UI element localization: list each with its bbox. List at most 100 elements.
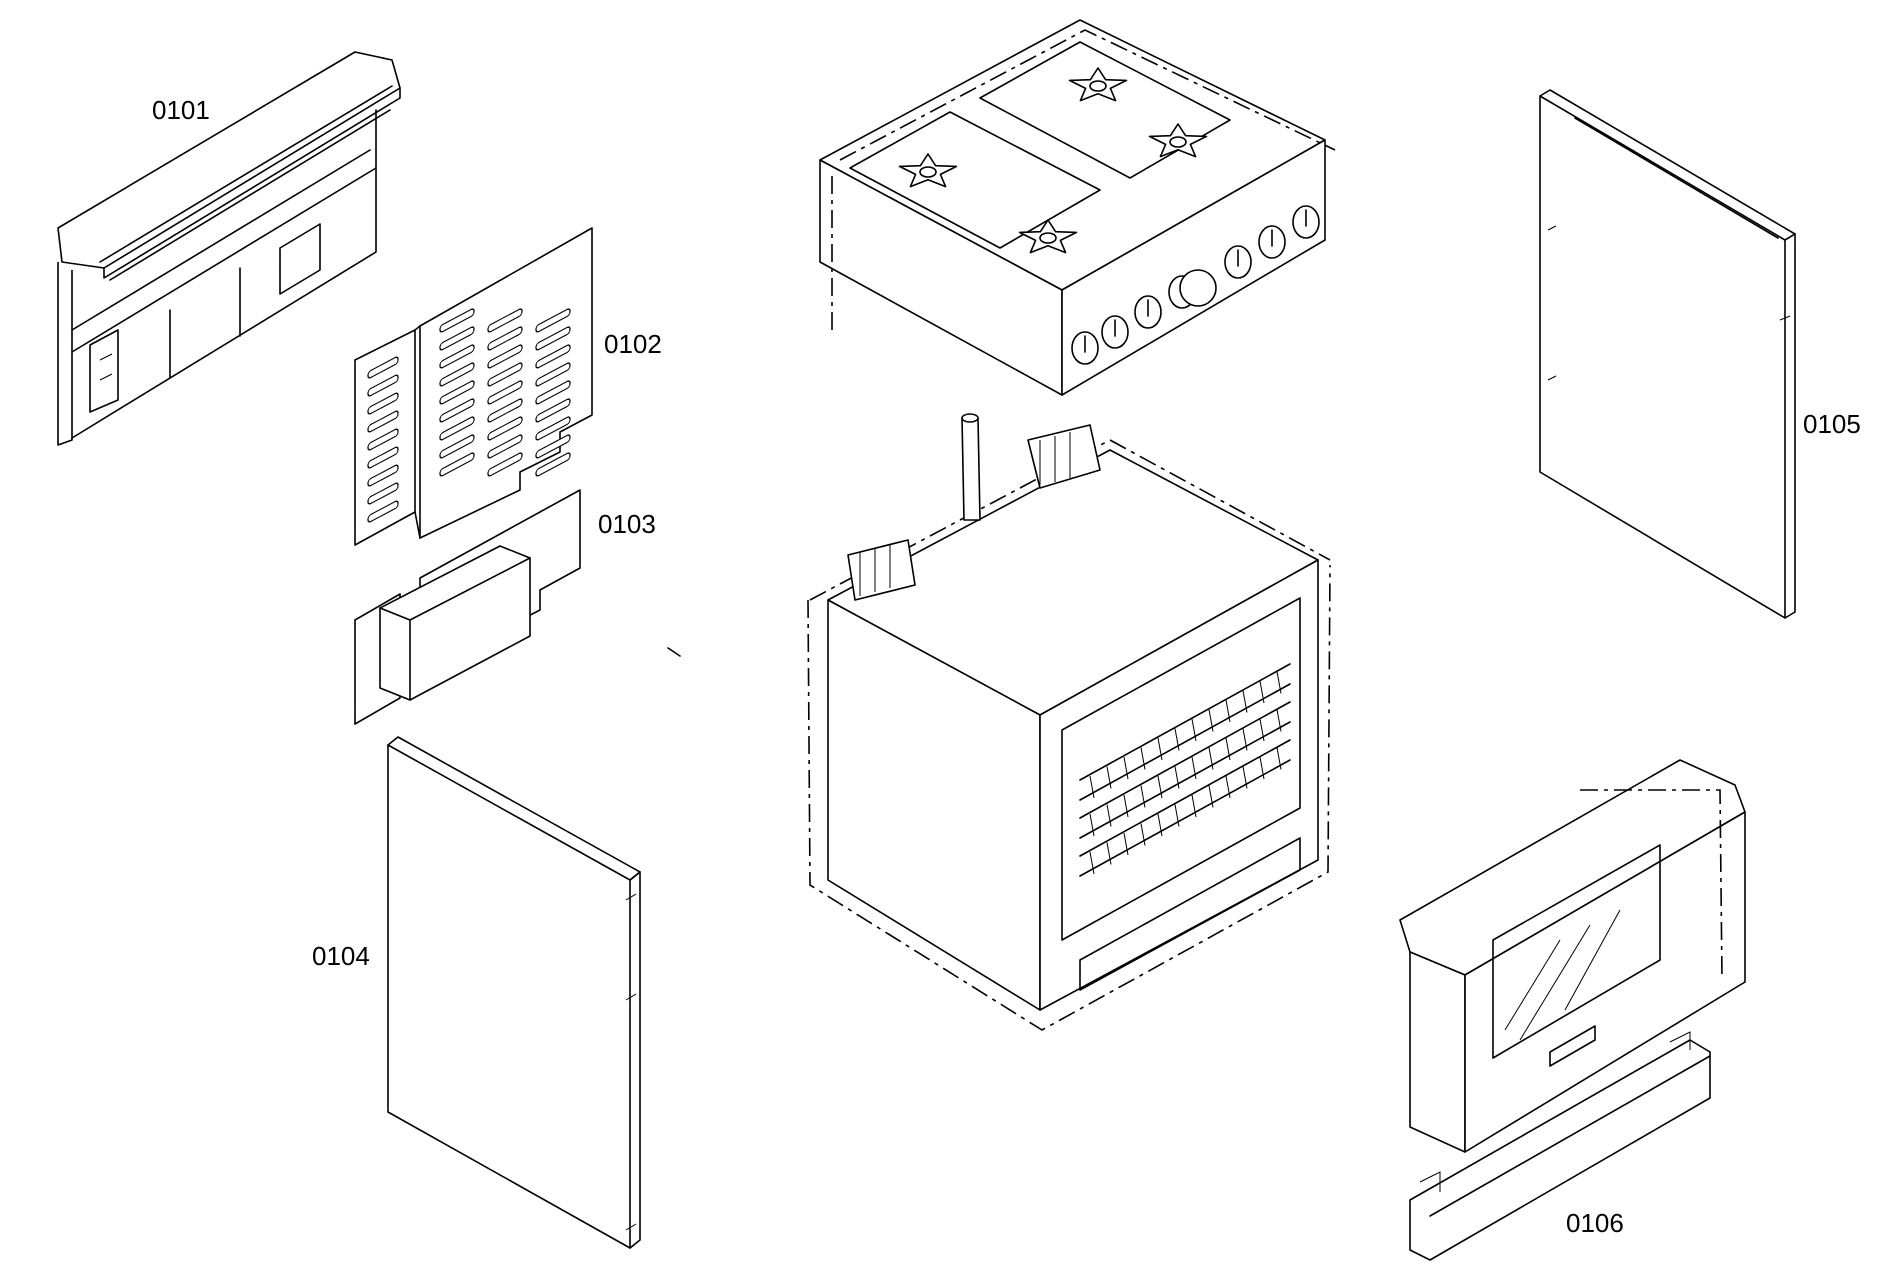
louver-slot <box>487 344 523 369</box>
rack-bar <box>1089 775 1095 799</box>
louver-slot <box>367 464 399 487</box>
rack-bar <box>1208 747 1214 770</box>
burner-grates <box>898 67 1208 254</box>
rack-bar <box>1191 718 1197 742</box>
louver-slot <box>535 326 571 351</box>
louver-slot <box>367 410 399 433</box>
rack-bar <box>1140 785 1146 808</box>
rack-bar <box>1123 794 1129 818</box>
rack-rail <box>1079 739 1291 877</box>
louver-slot <box>487 380 523 405</box>
louver-slot <box>535 416 571 441</box>
louver-slot <box>367 356 399 379</box>
rack-bar <box>1225 699 1231 723</box>
louver-slot <box>535 380 571 405</box>
cooktop-assembly <box>819 19 1336 396</box>
rack-bar <box>1157 737 1163 761</box>
louver-slot <box>367 428 399 451</box>
burner-grate <box>898 153 958 188</box>
rack-bar <box>1157 775 1163 799</box>
rack-bar <box>1259 718 1265 742</box>
stray-mark <box>667 647 681 657</box>
rack-bar <box>1276 709 1282 732</box>
rack-bar <box>1174 804 1180 827</box>
louver-slot <box>439 416 475 441</box>
rack-bar <box>1089 851 1095 875</box>
burner-grate <box>1018 219 1078 254</box>
rack-rail <box>1079 701 1291 839</box>
burner-grate <box>1068 67 1128 102</box>
rack-bar <box>1174 766 1180 789</box>
burner-cap <box>1089 80 1107 92</box>
louver-slot <box>439 344 475 369</box>
louver-slot <box>367 374 399 397</box>
louver-slot <box>487 416 523 441</box>
burner-cap <box>919 166 937 178</box>
control-knobs <box>1071 205 1320 365</box>
rack-bar <box>1191 756 1197 780</box>
louver-slots-right <box>439 308 571 477</box>
louver-slot <box>535 308 571 333</box>
rack-rail <box>1079 663 1291 801</box>
rack-bar <box>1123 832 1129 856</box>
louver-slot <box>535 362 571 387</box>
louver-slot <box>535 452 571 477</box>
oven-racks <box>1079 663 1291 877</box>
rack-bar <box>1140 747 1146 770</box>
louver-slot <box>439 452 475 477</box>
clock-dial <box>1179 269 1217 307</box>
louver-slot <box>439 380 475 405</box>
louver-slot <box>487 452 523 477</box>
callout-0105: 0105 <box>1803 409 1861 439</box>
rack-bar <box>1259 680 1265 704</box>
rack-bar <box>1157 813 1163 837</box>
burner-cap <box>1169 136 1187 148</box>
rack-bar <box>1106 842 1112 865</box>
burner-grate <box>1148 123 1208 158</box>
part-0102-louvered-panel <box>354 227 593 546</box>
louver-slots-left <box>367 356 399 523</box>
louver-slot <box>439 362 475 387</box>
part-0105-right-side-panel <box>1539 89 1796 619</box>
callout-0104: 0104 <box>312 941 370 971</box>
callout-0102: 0102 <box>604 329 662 359</box>
louver-slot <box>367 482 399 505</box>
louver-slot <box>439 398 475 423</box>
louver-slot <box>367 500 399 523</box>
rack-bar <box>1225 775 1231 799</box>
part-0101-backguard <box>57 51 401 446</box>
louver-slot <box>439 308 475 333</box>
rack-bar <box>1242 728 1248 751</box>
louver-slot <box>487 326 523 351</box>
rack-bar <box>1106 766 1112 789</box>
louver-slot <box>487 308 523 333</box>
louver-slot <box>367 446 399 469</box>
rack-bar <box>1208 709 1214 732</box>
louver-slot <box>367 392 399 415</box>
burner-cap <box>1039 232 1057 244</box>
louver-slot <box>535 434 571 459</box>
louver-slot <box>487 434 523 459</box>
rack-bar <box>1174 728 1180 751</box>
rack-bar <box>1276 671 1282 694</box>
rack-bar <box>1276 747 1282 770</box>
rack-bar <box>1259 756 1265 780</box>
louver-slot <box>439 434 475 459</box>
part-0104-left-side-panel <box>387 736 641 1249</box>
callout-0103: 0103 <box>598 509 656 539</box>
rack-bar <box>1208 785 1214 808</box>
rack-bar <box>1123 756 1129 780</box>
rack-bar <box>1242 690 1248 713</box>
rack-bar <box>1089 813 1095 837</box>
range-body <box>807 413 1331 1031</box>
louver-slot <box>535 344 571 369</box>
louver-slot <box>439 326 475 351</box>
rack-bar <box>1140 823 1146 846</box>
callout-0101: 0101 <box>152 95 210 125</box>
part-0103-lower-cover <box>354 489 581 725</box>
rack-bar <box>1225 737 1231 761</box>
louver-slot <box>535 398 571 423</box>
callout-0106: 0106 <box>1566 1208 1624 1238</box>
part-0106-oven-door <box>1399 759 1746 1261</box>
